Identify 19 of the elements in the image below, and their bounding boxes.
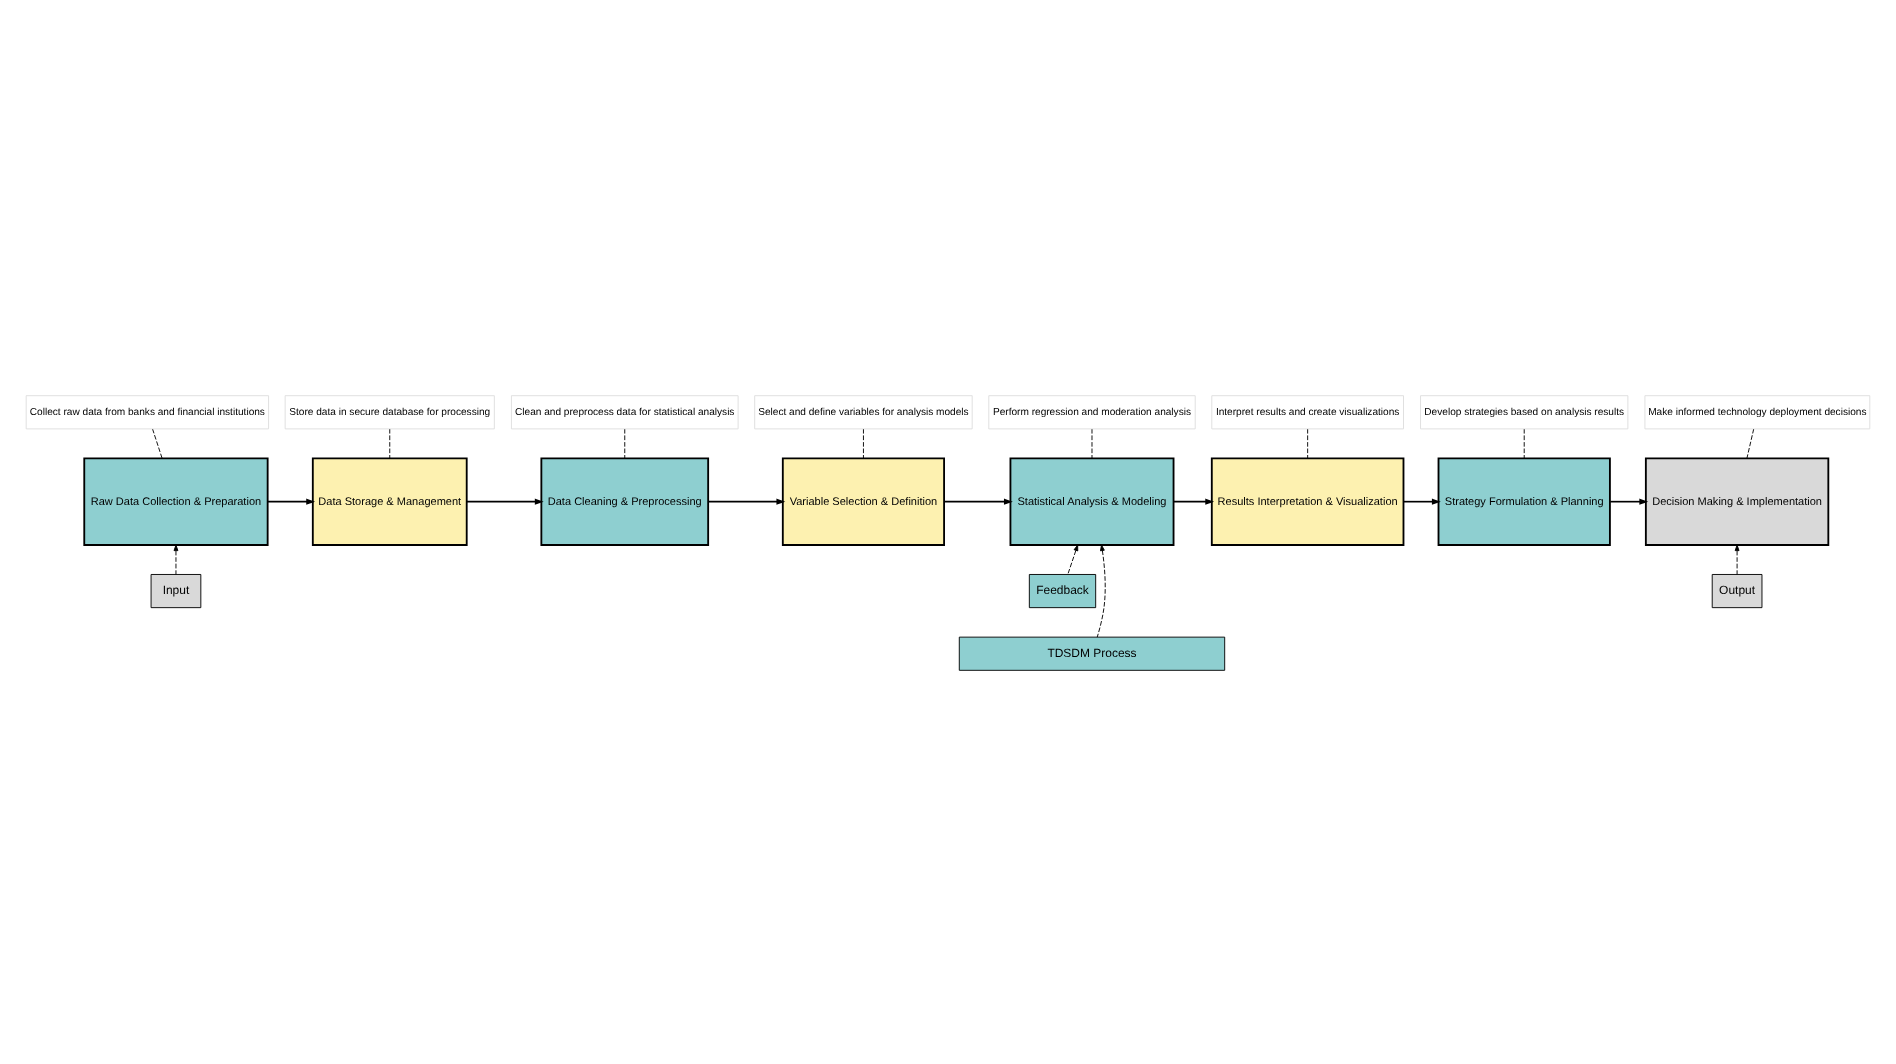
connector: [1523, 427, 1525, 458]
connector: [152, 427, 163, 458]
connector: [1746, 427, 1755, 458]
arrow: [943, 497, 1013, 504]
arrow: [173, 543, 179, 574]
arrow: [707, 497, 786, 504]
arrow: [1734, 543, 1740, 574]
arrow: [1402, 497, 1441, 504]
arrow: [1172, 497, 1215, 504]
connector: [1307, 427, 1309, 458]
arrow: [466, 497, 544, 504]
connector: [1091, 427, 1093, 458]
connector: [389, 427, 391, 458]
arrow: [267, 497, 316, 504]
arrow: [1067, 543, 1079, 574]
arrow: [1609, 497, 1649, 504]
connector: [863, 427, 864, 458]
arrow: [1096, 543, 1106, 637]
connector: [624, 427, 626, 458]
